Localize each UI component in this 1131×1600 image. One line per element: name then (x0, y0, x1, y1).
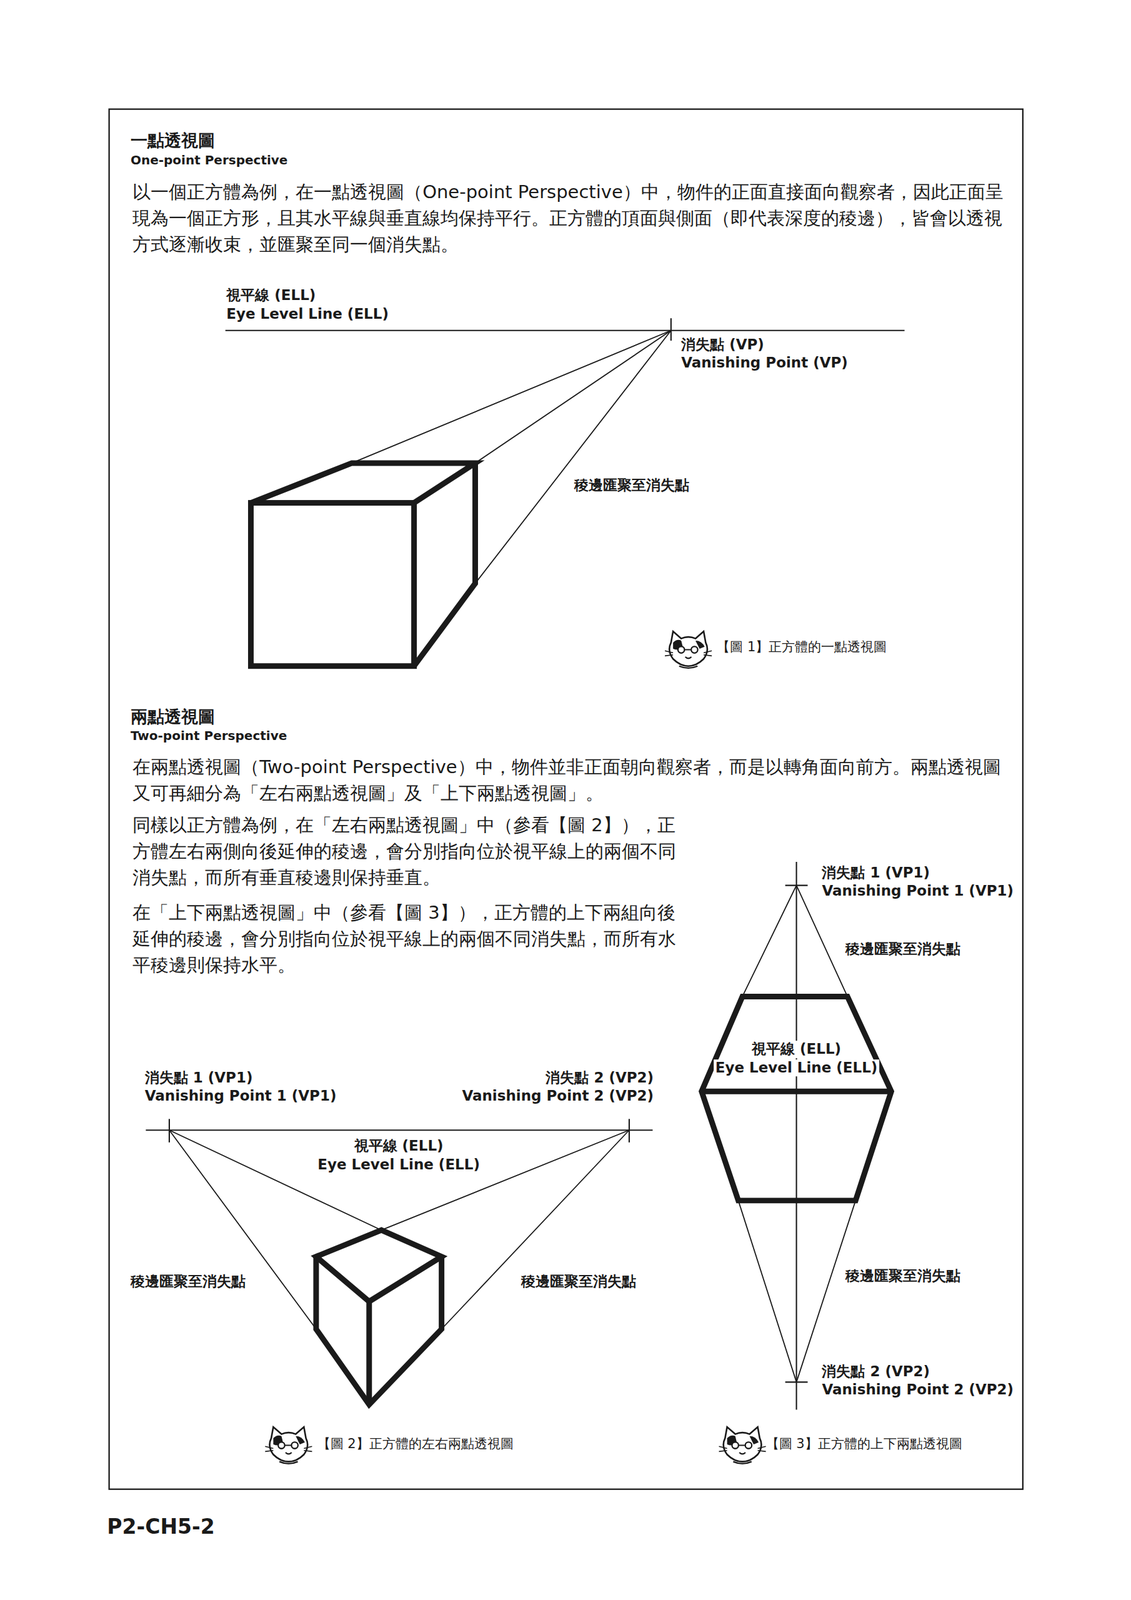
annotation: 稜邊匯聚至消失點 (130, 1273, 246, 1291)
page-frame (109, 109, 1023, 1490)
section-subheading: Two-point Perspective (130, 727, 287, 743)
eye-level-line (796, 861, 798, 1410)
point-label: 消失點 2 (VP2) (545, 1069, 654, 1087)
annotation: 稜邊匯聚至消失點 (574, 476, 690, 495)
body-paragraph: 在兩點透視圖（Two-point Perspective）中，物件並非正面朝向觀… (132, 753, 1005, 807)
two-point-lr-figure (145, 1118, 653, 1464)
point-label: Vanishing Point 1 (VP1) (821, 882, 1014, 901)
page-number: P2-CH5-2 (106, 1514, 215, 1540)
convergence-lines (738, 885, 857, 1383)
axis-label: 視平線 (ELL) (749, 1041, 843, 1059)
body-paragraph: 同樣以正方體為例，在「左右兩點透視圖」中（參看【圖 2】），正方體左右兩側向後延… (132, 811, 683, 891)
section-heading: 兩點透視圖 (130, 706, 215, 727)
axis-label: Eye Level Line (ELL) (226, 305, 389, 324)
section-heading: 一點透視圖 (130, 130, 215, 151)
cube-outline (250, 463, 475, 667)
cat-icon (719, 1426, 767, 1464)
point-label: Vanishing Point (VP) (681, 354, 848, 372)
axis-label: 視平線 (ELL) (354, 1137, 444, 1156)
point-label: 消失點 2 (VP2) (821, 1362, 930, 1381)
cat-icon (264, 1426, 312, 1464)
body-paragraph: 在「上下兩點透視圖」中（參看【圖 3】），正方體的上下兩組向後延伸的稜邊，會分別… (132, 899, 683, 978)
annotation: 稜邊匯聚至消失點 (521, 1273, 637, 1291)
section-subheading: One-point Perspective (130, 152, 289, 168)
figure-caption: 【圖 1】正方體的一點透視圖 (716, 639, 887, 656)
eye-level-line (145, 1129, 653, 1131)
figure-caption: 【圖 2】正方體的左右兩點透視圖 (317, 1435, 514, 1452)
point-label: 消失點 1 (VP1) (144, 1069, 254, 1087)
one-point-figure (225, 318, 905, 668)
point-label: Vanishing Point 2 (VP2) (461, 1087, 654, 1106)
cube-outline (316, 1229, 442, 1405)
body-paragraph: 以一個正方體為例，在一點透視圖（One-point Perspective）中，… (132, 178, 1005, 258)
eye-level-line (225, 329, 905, 332)
axis-label: 視平線 (ELL) (226, 286, 316, 305)
point-label: Vanishing Point 2 (VP2) (821, 1381, 1014, 1400)
point-label: Vanishing Point 1 (VP1) (144, 1087, 337, 1106)
annotation: 稜邊匯聚至消失點 (845, 1267, 961, 1285)
figure-caption: 【圖 3】正方體的上下兩點透視圖 (766, 1435, 963, 1452)
axis-label: Eye Level Line (ELL) (713, 1059, 880, 1077)
annotation: 稜邊匯聚至消失點 (845, 941, 961, 959)
convergence-lines (351, 330, 672, 584)
vanishing-point-tick (670, 318, 672, 341)
point-label: 消失點 (VP) (681, 336, 765, 354)
axis-label: Eye Level Line (ELL) (317, 1155, 480, 1174)
point-label: 消失點 1 (VP1) (821, 864, 930, 882)
cube-outline (701, 996, 892, 1200)
convergence-lines (169, 1129, 630, 1329)
cat-icon (664, 631, 712, 668)
